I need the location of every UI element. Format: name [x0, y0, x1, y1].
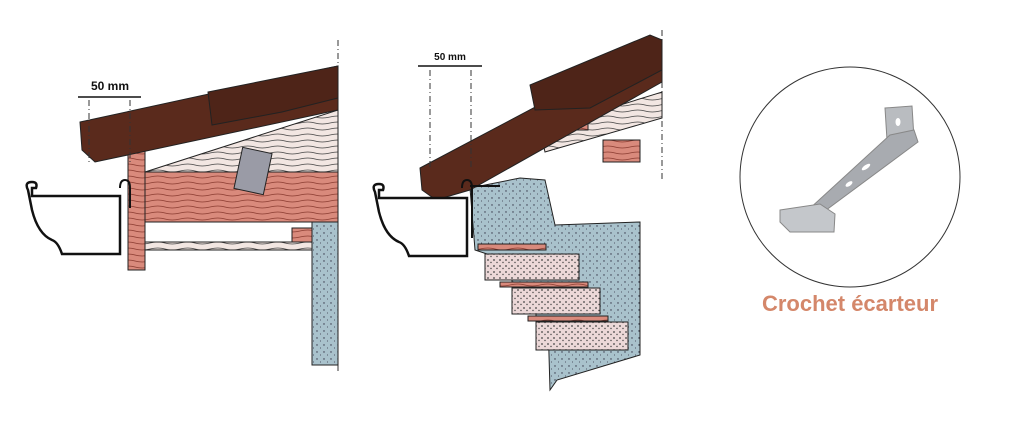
- spacer-hook-icon: [779, 105, 919, 233]
- product-caption: Crochet écarteur: [761, 291, 939, 316]
- fascia-board: [127, 149, 146, 271]
- upper-tile: [529, 34, 663, 111]
- gutter: [25, 180, 122, 256]
- gutter-hook: [119, 178, 131, 208]
- brick: [511, 287, 601, 315]
- brick-course: [477, 243, 547, 251]
- dimension-label: 50 mm: [434, 52, 466, 63]
- gutter: [372, 182, 469, 258]
- soffit-board: [144, 241, 313, 251]
- product-illustration: [739, 66, 961, 288]
- right-diagram-masonry-eave: 50 mm: [372, 30, 663, 392]
- brick: [484, 253, 580, 281]
- wall: [311, 221, 339, 366]
- wall-plate: [602, 139, 641, 163]
- vent-plate: [233, 146, 273, 196]
- left-diagram-timber-eave: 50 mm: [25, 40, 339, 372]
- brick: [535, 321, 629, 351]
- upper-tile: [207, 65, 339, 126]
- dimension-label: 50 mm: [91, 79, 129, 93]
